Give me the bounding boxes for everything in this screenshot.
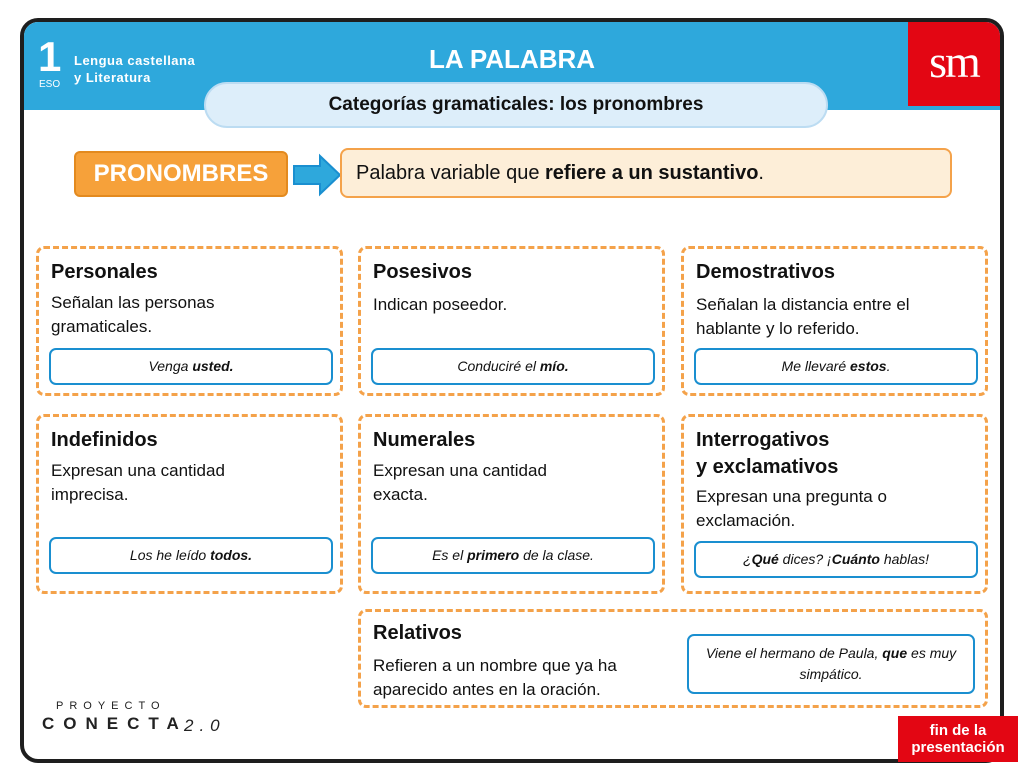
- card-title-line-2: y exclamativos: [696, 456, 839, 478]
- card-personales: Personales Señalan las personas gramatic…: [36, 246, 343, 396]
- end-presentation-button[interactable]: fin de la presentación: [898, 716, 1018, 762]
- definition-end: .: [758, 162, 764, 184]
- card-demostrativos: Demostrativos Señalan la distancia entre…: [681, 246, 988, 396]
- card-posesivos: Posesivos Indican poseedor. Conduciré el…: [358, 246, 665, 396]
- card-title: Relativos: [373, 622, 462, 644]
- card-title: Numerales: [373, 429, 476, 451]
- card-description: Indican poseedor.: [373, 295, 508, 314]
- brand-top: PROYECTO: [56, 700, 166, 712]
- card-description: Expresan una cantidad imprecisa.: [51, 461, 225, 504]
- arrow-right-icon: [293, 153, 342, 197]
- end-button-line-1: fin de la: [929, 722, 987, 739]
- course-level: ESO: [39, 79, 61, 90]
- example-box: Viene el hermano de Paula, que es muy si…: [687, 634, 975, 694]
- card-title: Personales: [51, 261, 158, 283]
- card-title-line-1: Interrogativos: [696, 429, 830, 451]
- definition-text: Palabra variable que: [356, 162, 546, 184]
- end-button-line-2: presentación: [911, 739, 1005, 756]
- card-description: Refieren a un nombre que ya ha aparecido…: [373, 656, 617, 699]
- definition-bold: refiere a un sustantivo: [545, 162, 759, 184]
- card-interrogativos: Interrogativos y exclamativos Expresan u…: [681, 414, 988, 594]
- publisher-logo: sm: [908, 22, 1000, 106]
- example-box: Los he leído todos.: [49, 537, 333, 574]
- subject-line-1: Lengua castellana: [74, 53, 196, 68]
- example-box: Venga usted.: [49, 348, 333, 385]
- example-box: Conduciré el mío.: [371, 348, 655, 385]
- page-title: LA PALABRA: [428, 44, 596, 74]
- definition-box: Palabra variable que refiere a un sustan…: [340, 148, 952, 198]
- subject-label: Lengua castellana y Literatura: [74, 52, 195, 86]
- card-description: Expresan una cantidad exacta.: [373, 461, 547, 504]
- card-description: Expresan una pregunta o exclamación.: [696, 487, 887, 530]
- brand-main: CONECTA: [42, 714, 188, 733]
- card-title: Demostrativos: [696, 261, 835, 283]
- card-numerales: Numerales Expresan una cantidad exacta. …: [358, 414, 665, 594]
- example-box: ¿Qué dices? ¡Cuánto hablas!: [694, 541, 978, 578]
- example-box: Me llevaré estos.: [694, 348, 978, 385]
- card-title: Posesivos: [373, 261, 472, 283]
- card-relativos: Relativos Refieren a un nombre que ya ha…: [358, 609, 988, 708]
- course-number: 1: [38, 33, 62, 80]
- card-title: Indefinidos: [51, 429, 158, 451]
- subtitle: Categorías gramaticales: los pronombres: [204, 82, 828, 128]
- card-indefinidos: Indefinidos Expresan una cantidad imprec…: [36, 414, 343, 594]
- example-box: Es el primero de la clase.: [371, 537, 655, 574]
- card-description: Señalan las personas gramaticales.: [51, 293, 215, 336]
- brand-version: 2.0: [184, 716, 226, 735]
- subject-line-2: y Literatura: [74, 70, 151, 85]
- pronombres-label: PRONOMBRES: [74, 151, 288, 197]
- card-description: Señalan la distancia entre el hablante y…: [696, 295, 910, 338]
